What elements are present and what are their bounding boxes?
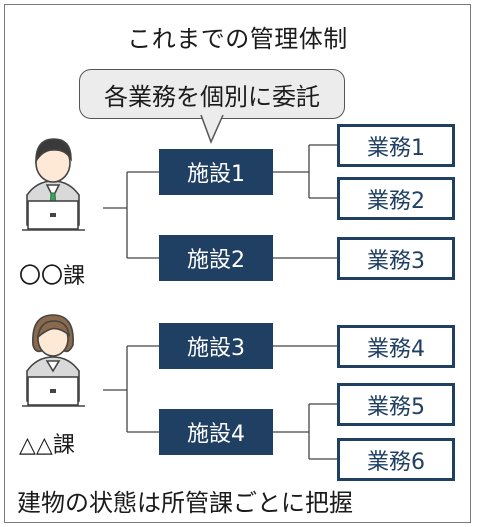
diagram-frame: これまでの管理体制 各業務を個別に委託 [4,4,471,523]
person-female-icon [22,314,85,407]
task-box-1: 業務1 [337,124,455,167]
task-box-5: 業務5 [337,383,455,426]
task-box-6: 業務6 [337,438,455,481]
connector-lines [22,114,337,460]
facility-box-1: 施設1 [159,149,273,195]
diagram-title: これまでの管理体制 [127,25,348,53]
speech-bubble: 各業務を個別に委託 [79,69,345,119]
facility-box-4: 施設4 [159,409,273,455]
footer-caption: 建物の状態は所管課ごとに把握 [17,489,353,517]
task-box-2: 業務2 [337,177,455,220]
task-box-3: 業務3 [337,237,455,280]
facility-box-2: 施設2 [159,235,273,281]
department-label-1: 〇〇課 [19,264,86,289]
person-male-icon [22,138,85,231]
facility-box-3: 施設3 [159,323,273,369]
department-label-2: △△課 [19,433,75,458]
bubble-tail [200,114,224,144]
task-box-4: 業務4 [337,325,455,368]
